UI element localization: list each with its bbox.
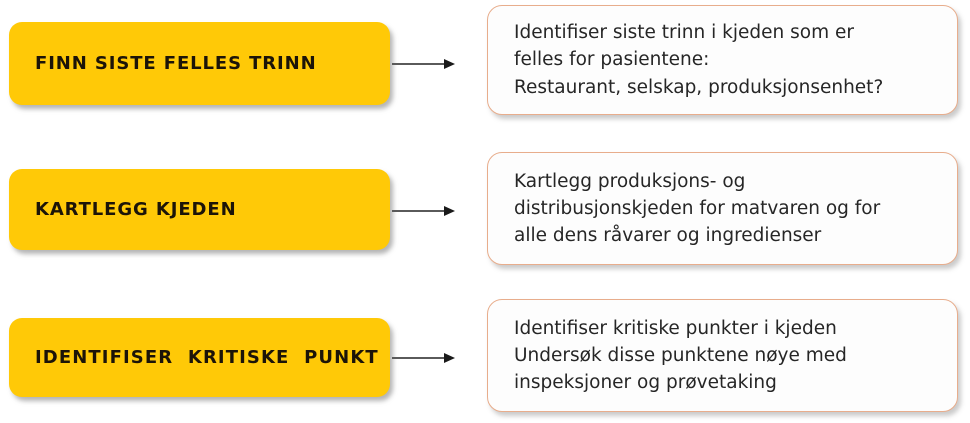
arrow-head [444, 206, 455, 216]
step-label: FINN SISTE FELLES TRINN [35, 52, 317, 74]
detail-box-identifiser-kritiske-punkt[interactable]: Identifiser kritiske punkter i kjeden Un… [487, 299, 958, 412]
process-step-row: IDENTIFISER KRITISKE PUNKT Identifiser k… [0, 294, 970, 423]
step-box-identifiser-kritiske-punkt[interactable]: IDENTIFISER KRITISKE PUNKT [9, 318, 390, 397]
arrow-line [392, 210, 446, 212]
detail-text: Kartlegg produksjons- og distribusjonskj… [514, 170, 881, 247]
arrow-line [392, 357, 446, 359]
step-box-finn-siste-felles-trinn[interactable]: FINN SISTE FELLES TRINN [9, 22, 390, 105]
arrow-right-icon [392, 352, 458, 364]
process-step-row: FINN SISTE FELLES TRINN Identifiser sist… [0, 0, 970, 140]
step-label: KARTLEGG KJEDEN [35, 198, 237, 220]
detail-box-kartlegg-kjeden[interactable]: Kartlegg produksjons- og distribusjonskj… [487, 152, 958, 265]
step-box-kartlegg-kjeden[interactable]: KARTLEGG KJEDEN [9, 169, 390, 250]
process-step-row: KARTLEGG KJEDEN Kartlegg produksjons- og… [0, 145, 970, 285]
detail-box-finn-siste-felles-trinn[interactable]: Identifiser siste trinn i kjeden som er … [487, 5, 958, 115]
arrow-right-icon [392, 58, 458, 70]
detail-text: Identifiser siste trinn i kjeden som er … [514, 22, 884, 98]
arrow-head [444, 353, 455, 363]
step-label: IDENTIFISER KRITISKE PUNKT [35, 346, 379, 368]
arrow-head [444, 59, 455, 69]
arrow-right-icon [392, 205, 458, 217]
detail-text: Identifiser kritiske punkter i kjeden Un… [514, 317, 847, 394]
arrow-line [392, 63, 446, 65]
